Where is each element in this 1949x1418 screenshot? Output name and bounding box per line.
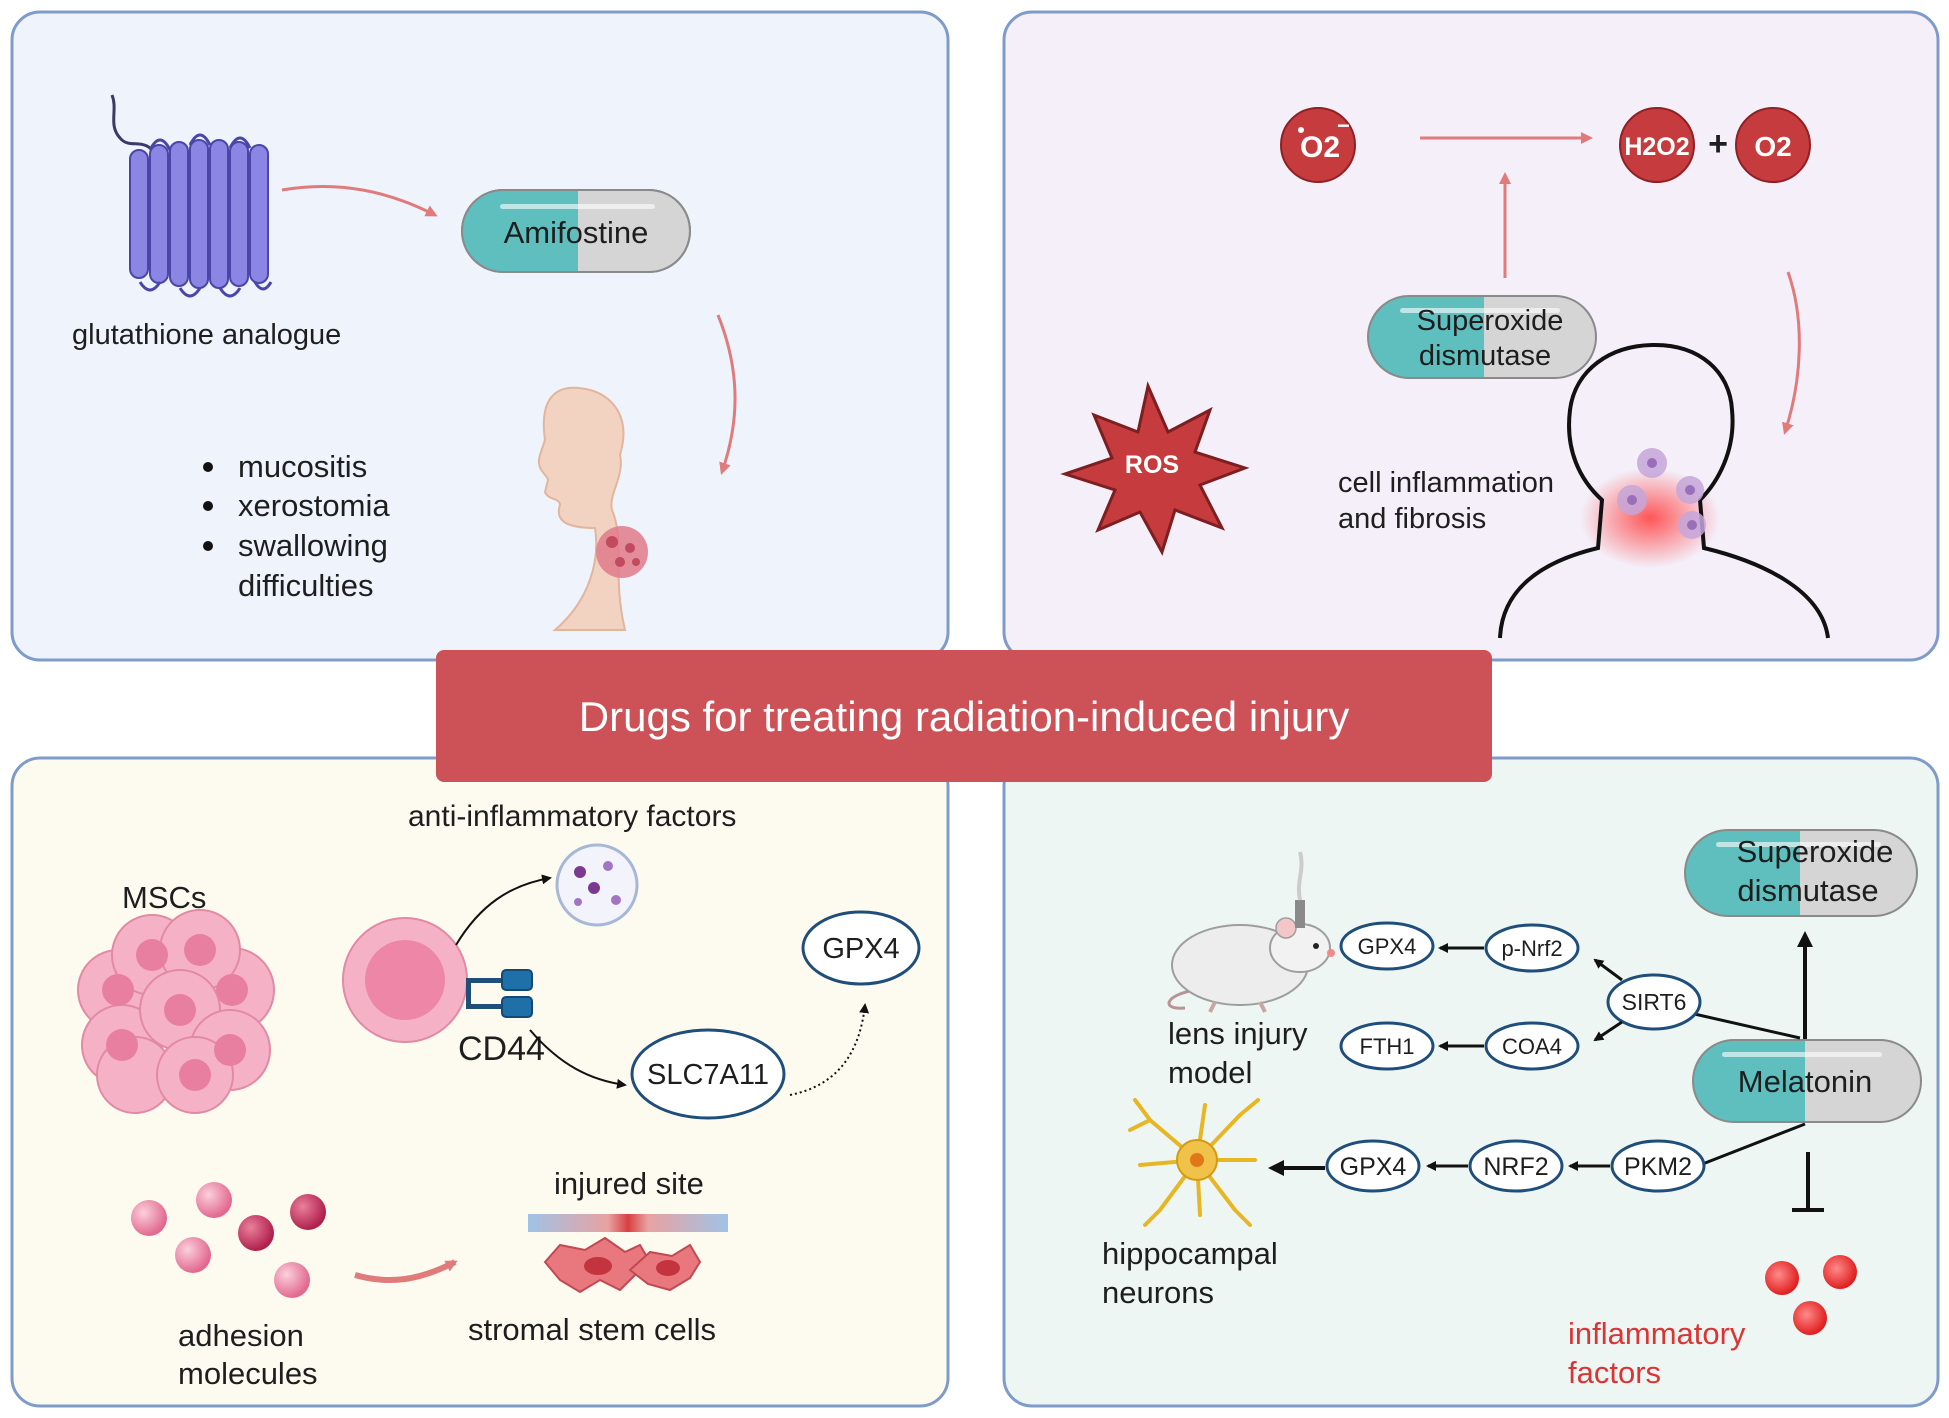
- symptom-mucositis: mucositis: [238, 449, 367, 484]
- infl-line1: inflammatory: [1568, 1316, 1746, 1351]
- gpx4-oval-bl: [801, 910, 921, 986]
- fth1-label: FTH1: [1360, 1034, 1415, 1059]
- superoxide-label: O2: [1300, 131, 1340, 164]
- oxygen-label: O2: [1754, 131, 1791, 162]
- slc7a11-label: SLC7A11: [647, 1059, 769, 1091]
- gpx4-bottom-label: GPX4: [1340, 1153, 1407, 1181]
- adhesion-line2: molecules: [178, 1356, 318, 1391]
- main-title: Drugs for treating radiation-induced inj…: [579, 693, 1349, 740]
- sod-bottom-line2: dismutase: [1737, 873, 1878, 908]
- head-neck-tumor-icon: [537, 386, 648, 631]
- ros-star-icon: [1060, 381, 1250, 556]
- arrow-amifostine-to-head: [716, 314, 737, 475]
- arrow-adhesion-to-site: [354, 1259, 458, 1284]
- hippo-line2: neurons: [1102, 1275, 1214, 1310]
- arrow-glutathione-to-amifostine: [281, 184, 438, 217]
- symptom-list: [203, 462, 213, 551]
- effect-line2: and fibrosis: [1338, 503, 1486, 535]
- arrow-cd44-to-slc7a11: [529, 1029, 627, 1089]
- human-neck-outline-icon: [1498, 342, 1830, 639]
- slc7a11-oval: [630, 1028, 786, 1120]
- amifostine-pill: [461, 189, 691, 273]
- neuron-icon: [1128, 1098, 1260, 1227]
- h2o2-label: H2O2: [1624, 133, 1689, 161]
- hippo-line1: hippocampal: [1102, 1236, 1278, 1271]
- title-banner: [436, 650, 1492, 782]
- lens-line1: lens injury: [1168, 1016, 1308, 1051]
- vesicle-icon: [555, 843, 639, 927]
- glutathione-transporter-icon: [110, 94, 273, 298]
- lens-line2: model: [1168, 1055, 1252, 1090]
- sirt6-oval: [1606, 973, 1702, 1031]
- melatonin-pill: [1692, 1039, 1922, 1123]
- sod-pill-top: [1367, 295, 1597, 379]
- symptom-swallowing: swallowing: [238, 528, 388, 563]
- melatonin-inhibits-inflammation: [1792, 1152, 1824, 1212]
- infl-line2: factors: [1568, 1355, 1661, 1390]
- ros-label: ROS: [1125, 451, 1179, 479]
- melatonin-label: Melatonin: [1738, 1064, 1872, 1099]
- pnrf2-label: p-Nrf2: [1501, 936, 1562, 961]
- symptom-difficulties: difficulties: [238, 568, 374, 603]
- fth1-oval: [1339, 1021, 1435, 1071]
- plus-sign: +: [1708, 125, 1728, 163]
- stromal-cells-icon: [543, 1236, 702, 1294]
- gpx4-bl-label: GPX4: [822, 933, 899, 965]
- anti-inflammatory-label: anti-inflammatory factors: [408, 800, 736, 833]
- amifostine-label: Amifostine: [504, 215, 649, 250]
- cd44-label: CD44: [458, 1030, 545, 1068]
- sirt6-label: SIRT6: [1622, 989, 1687, 1015]
- h2o2-molecule: H2O2: [1619, 107, 1695, 183]
- adhesion-molecules-icon: [131, 1182, 326, 1298]
- injured-site-label: injured site: [554, 1166, 704, 1201]
- arrow-reaction-to-neck: [1782, 271, 1801, 435]
- arrow-sirt6-to-coa4: [1593, 1020, 1623, 1042]
- nrf2-oval: [1468, 1139, 1564, 1193]
- melatonin-to-sirt6-line: [1689, 1011, 1801, 1040]
- sod-top-line2: dismutase: [1419, 340, 1551, 372]
- pkm2-oval: [1610, 1139, 1706, 1193]
- msc-cluster-icon: [77, 909, 275, 1114]
- rat-icon: [1167, 851, 1335, 1013]
- injured-site-bar: [528, 1214, 728, 1232]
- gpx4-top-label: GPX4: [1358, 934, 1417, 959]
- oxygen-molecule: O2: [1735, 107, 1811, 183]
- pnrf2-oval: [1484, 923, 1580, 973]
- sod-top-line1: Superoxide: [1417, 305, 1564, 337]
- svg-text:−: −: [1337, 113, 1350, 138]
- arrow-cell-to-vesicle: [455, 874, 552, 946]
- glutathione-label: glutathione analogue: [72, 319, 341, 351]
- msc-single-cell-icon: [342, 917, 468, 1043]
- gpx4-bottom-oval: [1325, 1139, 1421, 1193]
- coa4-oval: [1484, 1021, 1580, 1071]
- gpx4-top-oval: [1339, 921, 1435, 971]
- inflammatory-factors-icon: [1765, 1255, 1857, 1335]
- arrow-sirt6-to-pnrf2: [1593, 958, 1623, 982]
- cd44-receptor-icon: [466, 969, 533, 1018]
- arrow-slc7a11-to-gpx4: [789, 1003, 870, 1096]
- superoxide-molecule: O2 −: [1280, 107, 1356, 183]
- symptom-xerostomia: xerostomia: [238, 488, 390, 523]
- msc-label: MSCs: [122, 880, 206, 915]
- pkm2-label: PKM2: [1624, 1153, 1692, 1181]
- effect-line1: cell inflammation: [1338, 467, 1554, 499]
- sod-pill-bottom: [1684, 829, 1918, 917]
- melatonin-to-pkm2-line: [1699, 1122, 1806, 1167]
- nrf2-label: NRF2: [1483, 1153, 1548, 1181]
- sod-bottom-line1: Superoxide: [1737, 834, 1894, 869]
- adhesion-line1: adhesion: [178, 1318, 304, 1353]
- coa4-label: COA4: [1502, 1034, 1562, 1059]
- stromal-label: stromal stem cells: [468, 1312, 716, 1347]
